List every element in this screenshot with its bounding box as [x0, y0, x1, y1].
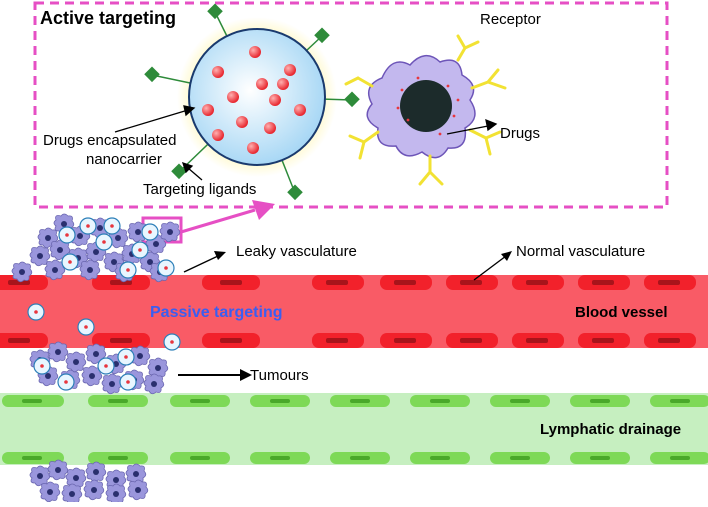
tumours-annotation: Tumours: [178, 367, 309, 384]
leaky-vasculature-annotation: Leaky vasculature: [183, 243, 357, 273]
tumour-cluster-upper: [11, 213, 181, 283]
tumours-label: Tumours: [250, 367, 309, 384]
nanocarrier-in-vessel: [77, 318, 95, 336]
normal-vasculature-label: Normal vasculature: [516, 243, 645, 260]
lymphatic-vessel: Lymphatic drainage: [0, 393, 708, 465]
nanocarrier-icon: [144, 3, 360, 201]
blood-vessel: Passive targeting Blood vessel: [0, 275, 708, 348]
blood-vessel-label: Blood vessel: [575, 304, 668, 321]
nanocarrier-in-vessel: [163, 333, 181, 351]
receptor-label: Receptor: [480, 11, 541, 28]
leaky-vasculature-label: Leaky vasculature: [236, 243, 357, 260]
ligands-label: Targeting ligands: [143, 181, 256, 198]
drugs-label: Drugs: [500, 125, 540, 142]
label-arrows: [114, 105, 498, 181]
passive-targeting-label: Passive targeting: [150, 304, 283, 321]
tumour-cluster-lower: [29, 341, 169, 395]
lymphatic-label: Lymphatic drainage: [540, 421, 681, 438]
active-targeting-panel: Active targeting: [33, 1, 669, 209]
receptor-icon: [344, 34, 507, 186]
panel-title: Active targeting: [40, 8, 176, 28]
target-cell-icon: [344, 34, 507, 186]
nanocarrier-in-vessel: [27, 303, 45, 321]
tumour-cluster-bottom: [29, 459, 149, 505]
normal-vasculature-annotation: Normal vasculature: [473, 243, 645, 281]
panel-frame: [33, 1, 669, 209]
nanocarrier-label-line1: Drugs encapsulated: [43, 132, 176, 149]
nanocarrier-label-line2: nanocarrier: [86, 151, 162, 168]
